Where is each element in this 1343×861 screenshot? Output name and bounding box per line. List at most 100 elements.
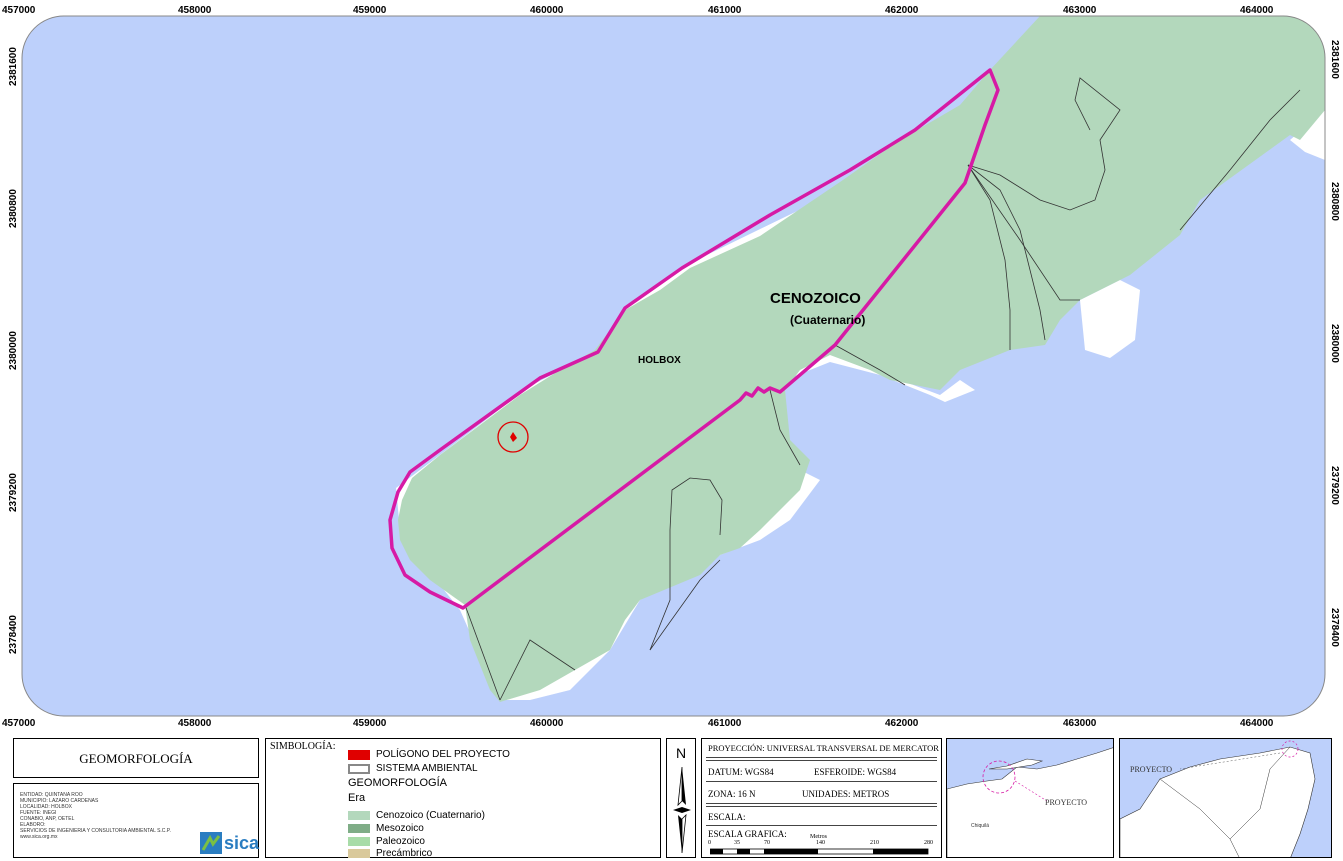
north-letter: N bbox=[675, 745, 687, 761]
precambrico-swatch bbox=[348, 849, 370, 858]
cenozoic-land bbox=[398, 16, 1325, 702]
legend-title: SIMBOLOGÍA: bbox=[270, 741, 336, 752]
legend-label: Paleozoico bbox=[376, 836, 425, 847]
scale-tick: 35 bbox=[734, 840, 740, 846]
coord-right-label: 2381600 bbox=[1329, 40, 1340, 79]
legend-label: SISTEMA AMBIENTAL bbox=[376, 763, 478, 774]
scale-tick: 280 bbox=[924, 840, 933, 846]
coord-bottom-label: 459000 bbox=[353, 718, 387, 729]
info-line: SERVICIOS DE INGENIERIA Y CONSULTORIA AM… bbox=[20, 828, 171, 834]
project-buffer-circle bbox=[497, 421, 529, 453]
scale-tick: 210 bbox=[870, 840, 879, 846]
info-lines: ENTIDAD: QUINTANA ROO MUNICIPIO: LAZARO … bbox=[20, 792, 171, 840]
legend-label: Cenozoico (Cuaternario) bbox=[376, 810, 485, 821]
info-line: FUENTE: INEGI bbox=[20, 810, 57, 816]
legend-label: POLÍGONO DEL PROYECTO bbox=[376, 749, 510, 760]
legend-label: Mesozoico bbox=[376, 823, 424, 834]
mesozoico-swatch bbox=[348, 824, 370, 833]
map-label-cenozoico: CENOZOICO bbox=[770, 290, 861, 307]
graphic-scale-text: ESCALA GRAFICA: bbox=[708, 829, 787, 839]
divider bbox=[706, 757, 937, 758]
scale-tick: 140 bbox=[816, 840, 825, 846]
inset-map-peninsula: PROYECTO bbox=[1119, 738, 1332, 858]
divider bbox=[706, 803, 937, 804]
legend-era-cenozoico: Cenozoico (Cuaternario) bbox=[348, 810, 485, 821]
legend-era-paleozoico: Paleozoico bbox=[348, 836, 425, 847]
sistema-ambiental-outline bbox=[388, 68, 1000, 610]
datum-text: DATUM: WGS84 bbox=[708, 767, 774, 777]
coord-right-label: 2380000 bbox=[1329, 324, 1340, 363]
legend-era-mesozoico: Mesozoico bbox=[348, 823, 424, 834]
scale-tick: 0 bbox=[708, 840, 711, 846]
sica-logo-icon bbox=[200, 832, 222, 854]
units-text: UNIDADES: METROS bbox=[802, 789, 890, 799]
inset1-city-label: Chiquilá bbox=[971, 823, 990, 829]
north-arrow-box: N bbox=[666, 738, 696, 858]
scale-unit-text: Metros bbox=[810, 834, 827, 840]
sica-logo: sica bbox=[200, 832, 259, 854]
coord-top-label: 463000 bbox=[1063, 5, 1097, 16]
coord-top-label: 460000 bbox=[530, 5, 564, 16]
legend-group-title: GEOMORFOLOGÍA bbox=[348, 777, 448, 789]
map-label-holbox: HOLBOX bbox=[638, 355, 681, 366]
coord-top-label: 459000 bbox=[353, 5, 387, 16]
scale-bar bbox=[710, 848, 929, 855]
legend-era-precambrico: Precámbrico bbox=[348, 848, 432, 859]
projection-box: PROYECCIÓN: UNIVERSAL TRANSVERSAL DE MER… bbox=[701, 738, 942, 858]
coord-bottom-label: 463000 bbox=[1063, 718, 1097, 729]
info-line: CONABIO, ANP, OETEL bbox=[20, 816, 75, 822]
coord-bottom-label: 464000 bbox=[1240, 718, 1274, 729]
ambient-swatch bbox=[348, 763, 370, 774]
inset2-label: PROYECTO bbox=[1130, 765, 1173, 774]
coord-bottom-label: 461000 bbox=[708, 718, 742, 729]
coord-bottom-label: 462000 bbox=[885, 718, 919, 729]
coord-top-label: 457000 bbox=[2, 5, 36, 16]
inset-peninsula-canvas bbox=[1120, 739, 1331, 857]
inset-regional-canvas bbox=[947, 739, 1113, 857]
coord-top-label: 461000 bbox=[708, 5, 742, 16]
inset-map-regional: PROYECTO Chiquilá bbox=[946, 738, 1114, 858]
coord-right-label: 2378400 bbox=[1329, 608, 1340, 647]
legend-box: SIMBOLOGÍA: POLÍGONO DEL PROYECTO SISTEM… bbox=[265, 738, 661, 859]
main-map: 457000 458000 459000 460000 461000 46200… bbox=[2, 5, 1340, 729]
north-arrow-icon bbox=[673, 766, 691, 854]
legend-item-ambient: SISTEMA AMBIENTAL bbox=[348, 763, 478, 774]
coord-right-label: 2379200 bbox=[1329, 466, 1340, 505]
divider bbox=[706, 825, 937, 826]
divider bbox=[706, 781, 937, 782]
inset1-label: PROYECTO bbox=[1045, 798, 1088, 807]
sica-logo-text: sica bbox=[224, 832, 260, 853]
paleozoico-swatch bbox=[348, 837, 370, 846]
project-polygon bbox=[510, 432, 517, 442]
map-label-cuaternario: (Cuaternario) bbox=[790, 313, 866, 327]
geomorphology-boundaries bbox=[464, 77, 1301, 701]
legend-label: Precámbrico bbox=[376, 848, 433, 859]
coord-bottom-label: 458000 bbox=[178, 718, 212, 729]
info-line: ELABORO: bbox=[20, 822, 46, 828]
projection-text: PROYECCIÓN: UNIVERSAL TRANSVERSAL DE MER… bbox=[708, 743, 939, 753]
title-box: GEOMORFOLOGÍA bbox=[13, 738, 259, 778]
project-swatch bbox=[348, 749, 370, 760]
info-line: ENTIDAD: QUINTANA ROO bbox=[20, 792, 83, 798]
info-box: ENTIDAD: QUINTANA ROO MUNICIPIO: LAZARO … bbox=[13, 783, 259, 858]
divider bbox=[706, 806, 937, 807]
divider bbox=[706, 760, 937, 761]
info-line: MUNICIPIO: LAZARO CARDENAS bbox=[20, 798, 99, 804]
legend-group-sub: Era bbox=[348, 792, 366, 804]
cenozoico-swatch bbox=[348, 811, 370, 820]
coord-right-label: 2380800 bbox=[1329, 182, 1340, 221]
map-canvas bbox=[21, 15, 1326, 717]
coord-top-label: 464000 bbox=[1240, 5, 1274, 16]
map-title: GEOMORFOLOGÍA bbox=[79, 751, 193, 766]
coord-left-label: 2380800 bbox=[8, 189, 19, 228]
coord-top-label: 462000 bbox=[885, 5, 919, 16]
coord-top-label: 458000 bbox=[178, 5, 212, 16]
scale-tick: 70 bbox=[764, 840, 770, 846]
coord-left-label: 2380000 bbox=[8, 331, 19, 370]
coord-left-label: 2378400 bbox=[8, 615, 19, 654]
info-line: www.sica.org.mx bbox=[20, 834, 58, 840]
ellipsoid-text: ESFEROIDE: WGS84 bbox=[814, 767, 897, 777]
zone-text: ZONA: 16 N bbox=[708, 789, 756, 799]
info-line: LOCALIDAD: HOLBOX bbox=[20, 804, 72, 810]
coord-left-label: 2379200 bbox=[8, 473, 19, 512]
